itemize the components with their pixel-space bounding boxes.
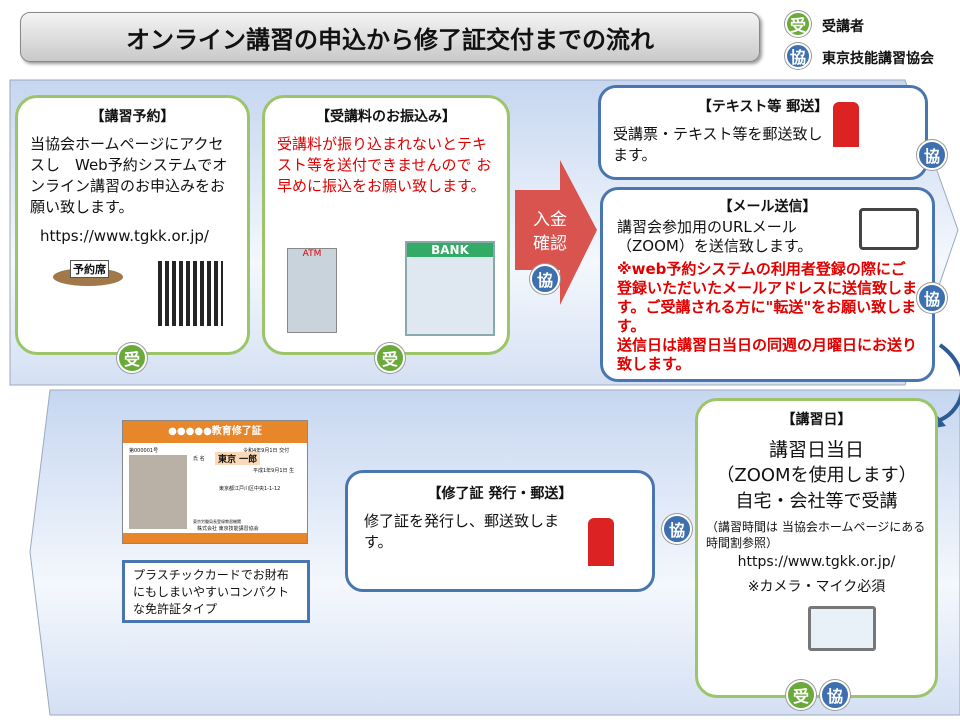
step-heading: 【メール送信】 [718,199,817,215]
step-heading: 【講習日】 [781,412,852,428]
step-body: 受講票・テキスト等を郵送致します。 [613,125,823,164]
association-badge-icon: 協 [662,514,692,544]
camera-mic-required: ※カメラ・マイク必須 [747,579,886,595]
step-email-card: 【メール送信】 講習会参加用のURLメール（ZOOM）を送信致します。 ※web… [600,187,935,382]
step-payment-card: 【受講料のお振込み】 受講料が振り込まれないとテキスト等を送付できませんので お… [262,95,510,355]
step-body: 当協会ホームページにアクセスし Web予約システムでオンライン講習のお申込みをお… [30,135,228,216]
certificate-issued: 令和4年9月1日 交付 [243,448,290,454]
schedule-note: （講習時間は 当協会ホームページにある時間割参照） [706,520,926,550]
website-link[interactable]: https://www.tgkk.or.jp/ [737,554,896,570]
email-note: ※web予約システムの利用者登録の際にご登録いただいたメールアドレスに送信致しま… [617,260,918,335]
name-label: 氏 名 [193,456,205,462]
website-link[interactable]: https://www.tgkk.or.jp/ [40,227,209,245]
step-body: 修了証を発行し、郵送致します。 [364,512,560,551]
lecture-day-title: 講習日当日 [768,439,864,461]
laptop-video-icon [808,606,876,651]
step-reservation-card: 【講習予約】 当協会ホームページにアクセスし Web予約システムでオンライン講習… [15,95,250,355]
step-body: 講習会参加用のURLメール（ZOOM）を送信致します。 [617,218,813,255]
step-text-mailing-card: 【テキスト等 郵送】 受講票・テキスト等を郵送致します。 [598,85,928,180]
participant-badge-icon: 受 [786,680,816,710]
connector-arrow [938,343,960,422]
bank-icon: BANK [405,241,495,336]
postbox-icon [588,518,614,566]
bank-label: BANK [407,243,493,257]
legend-association-label: 東京技能講習協会 [822,51,934,67]
certificate-issuer: 株式会社 東京技能講習協会 [197,526,259,532]
certificate-number: 第000001号 [129,448,159,454]
certificate-title: ●●●●●教育修了証 [123,421,307,443]
participant-badge-icon: 受 [785,11,811,37]
association-badge-icon: 協 [530,264,560,294]
certificate-birth: 平成1年9月1日 生 [253,468,295,474]
step-lecture-day-card: 【講習日】 講習日当日 （ZOOMを使用します） 自宅・会社等で受講 （講習時間… [695,398,938,698]
step-heading: 【講習予約】 [90,109,175,125]
step-heading: 【修了証 発行・郵送】 [427,486,573,502]
atm-icon: ATM [287,248,337,333]
legend-participant-label: 受講者 [822,19,864,35]
reserved-sign: 予約席 [70,260,109,278]
certificate-issuer: 東京労働局長登録教習機関 [193,519,241,524]
zoom-note: （ZOOMを使用します） [716,465,917,486]
association-badge-icon: 協 [917,140,947,170]
association-badge-icon: 協 [820,680,850,710]
certificate-caption: プラスチックカードでお財布にもしまいやすいコンパクトな免許証タイプ [122,560,310,623]
step-heading: 【受講料のお振込み】 [316,109,456,125]
step-body: 受講料が振り込まれないとテキスト等を送付できませんので お早めに振込をお願い致し… [277,135,492,195]
step-certificate-card: 【修了証 発行・郵送】 修了証を発行し、郵送致します。 [345,470,655,592]
step-heading: 【テキスト等 郵送】 [697,99,829,115]
participant-badge-icon: 受 [375,343,405,373]
postbox-icon [833,102,859,147]
certificate-address: 東京都江戸川区中央1-1-12 [219,486,281,492]
certificate-card-image: ●●●●●教育修了証 第000001号 令和4年9月1日 交付 氏 名 東京 一… [122,420,308,544]
association-badge-icon: 協 [785,43,811,69]
participant-badge-icon: 受 [117,343,147,373]
association-badge-icon: 協 [917,283,947,313]
mail-icon [859,208,919,250]
certificate-name: 東京 一郎 [215,452,261,465]
page-title: オンライン講習の申込から修了証交付までの流れ [20,12,760,62]
payment-confirm-label: 入金確認 [533,210,567,254]
remote-attend-note: 自宅・会社等で受講 [735,491,898,512]
qr-code-icon[interactable] [158,261,223,326]
send-date-note: 送信日は講習日当日の同週の月曜日にお送り致します。 [617,336,918,373]
photo [129,455,187,529]
